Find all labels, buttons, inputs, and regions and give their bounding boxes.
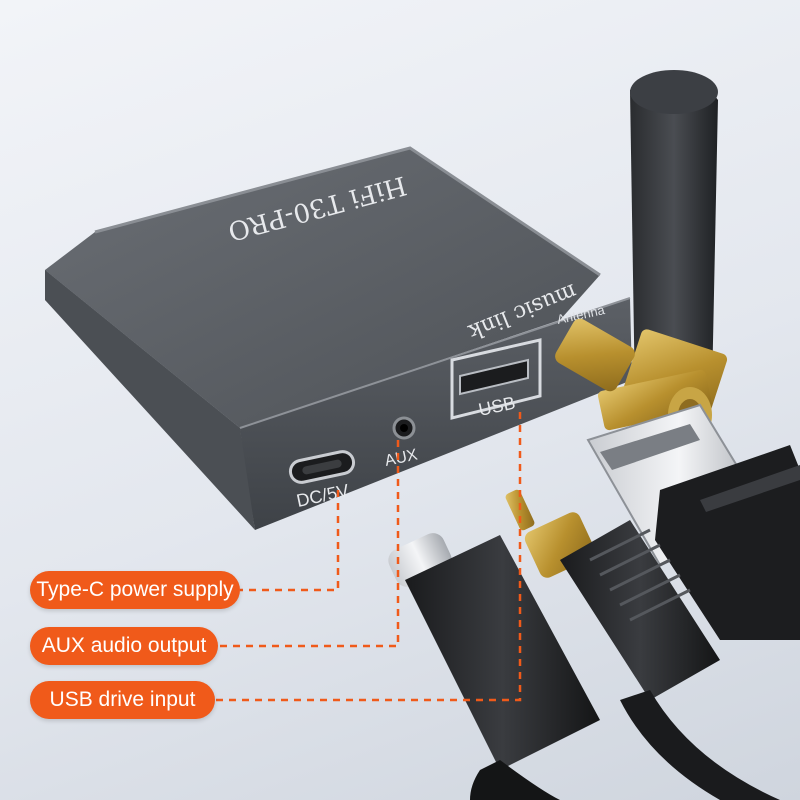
aux-plug	[505, 489, 780, 800]
usb-port	[450, 338, 542, 420]
usb-callout: USB drive input	[30, 681, 215, 719]
type-c-plug	[388, 533, 600, 800]
aux-jack	[392, 416, 416, 440]
aux-callout: AUX audio output	[30, 627, 218, 665]
aux-label: AUX	[383, 446, 419, 470]
type-c-port	[288, 450, 356, 484]
antenna	[555, 70, 728, 443]
leader-lines	[215, 412, 522, 702]
type-c-callout: Type-C power supply	[30, 571, 240, 609]
usb-flash-drive	[586, 403, 800, 640]
